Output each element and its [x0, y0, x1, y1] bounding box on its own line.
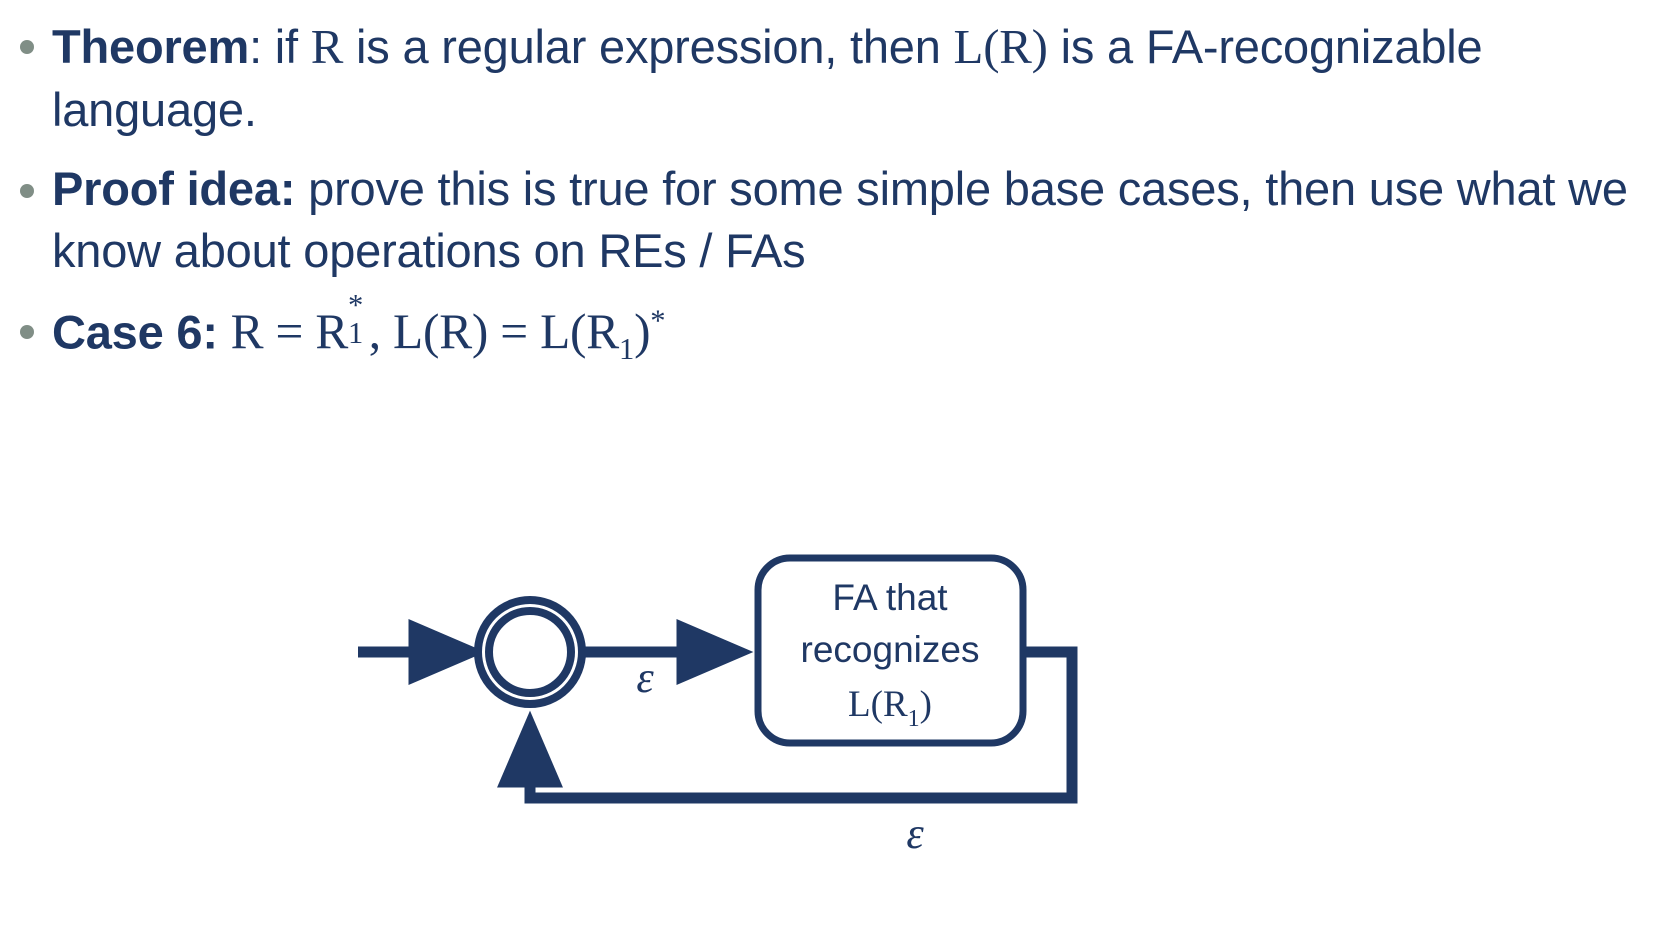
epsilon-loopback-path	[497, 646, 1078, 804]
bullet-lead-suffix-theorem: :	[249, 20, 262, 73]
bullet-text-theorem: Theorem: if R is a regular expression, t…	[52, 14, 1650, 142]
formula-lr1-close: )	[634, 303, 651, 359]
bullet-item-theorem: Theorem: if R is a regular expression, t…	[8, 14, 1650, 142]
bullet-text-proof-idea: Proof idea: prove this is true for some …	[52, 158, 1650, 283]
formula-r1: R	[315, 303, 349, 359]
formula-r: R	[230, 303, 264, 359]
star-construction-diagram: ε FA that recognizes L(R1) ε	[330, 530, 1150, 900]
bullet-lead-theorem: Theorem	[52, 20, 250, 73]
fa-box-line-3-sub: 1	[908, 706, 920, 732]
proof-idea-text: prove this is true for some simple base …	[52, 161, 1628, 278]
bullet-dot-icon	[20, 40, 34, 54]
bullet-text-case-6: Case 6: R = R*1, L(R) = L(R1)*	[52, 288, 1650, 365]
theorem-text-1: if	[261, 20, 311, 73]
formula-r1-sub: 1	[348, 315, 364, 350]
nfa-diagram-svg: ε FA that recognizes L(R1) ε	[358, 554, 1078, 858]
formula-lr1-sub: 1	[618, 331, 635, 366]
fa-box-line-3: L(R1)	[848, 684, 932, 732]
formula-lr1-sup: *	[650, 303, 666, 338]
formula-r1-supsub: *1	[348, 288, 369, 350]
fa-box-line-3-prefix: L(R	[848, 684, 908, 725]
formula-lr: L(R)	[393, 303, 489, 359]
formula-eq2: =	[500, 303, 528, 359]
fa-box-line-3-suffix: )	[920, 684, 932, 725]
bullet-dot-icon	[20, 324, 34, 339]
case-6-formula: R = R*1, L(R) = L(R1)*	[230, 288, 666, 364]
formula-r1-sup: *	[348, 288, 364, 323]
epsilon-loopback-label: ε	[906, 809, 924, 858]
bullet-dot-icon	[20, 183, 34, 198]
accept-state-inner-circle	[485, 607, 575, 697]
theorem-text-3: is a FA-recognizable language.	[52, 20, 1483, 136]
bullet-item-case-6: Case 6: R = R*1, L(R) = L(R1)*	[8, 288, 1650, 365]
formula-lr1-open: L(R	[540, 303, 619, 359]
epsilon-forward-label: ε	[636, 653, 654, 702]
bullet-item-proof-idea: Proof idea: prove this is true for some …	[8, 158, 1650, 283]
theorem-text-2: is a regular expression, then	[343, 20, 954, 73]
slide-body: Theorem: if R is a regular expression, t…	[0, 0, 1670, 380]
fa-box-line-2: recognizes	[801, 629, 980, 670]
bullet-lead-case-6: Case 6:	[52, 304, 218, 358]
bullet-lead-proof-idea: Proof idea:	[52, 161, 296, 215]
formula-comma: ,	[368, 303, 381, 359]
fa-box-line-1: FA that	[832, 577, 948, 618]
formula-eq1: =	[275, 303, 304, 359]
theorem-math-r: R	[310, 19, 344, 74]
theorem-math-lr: L(R)	[953, 19, 1048, 74]
